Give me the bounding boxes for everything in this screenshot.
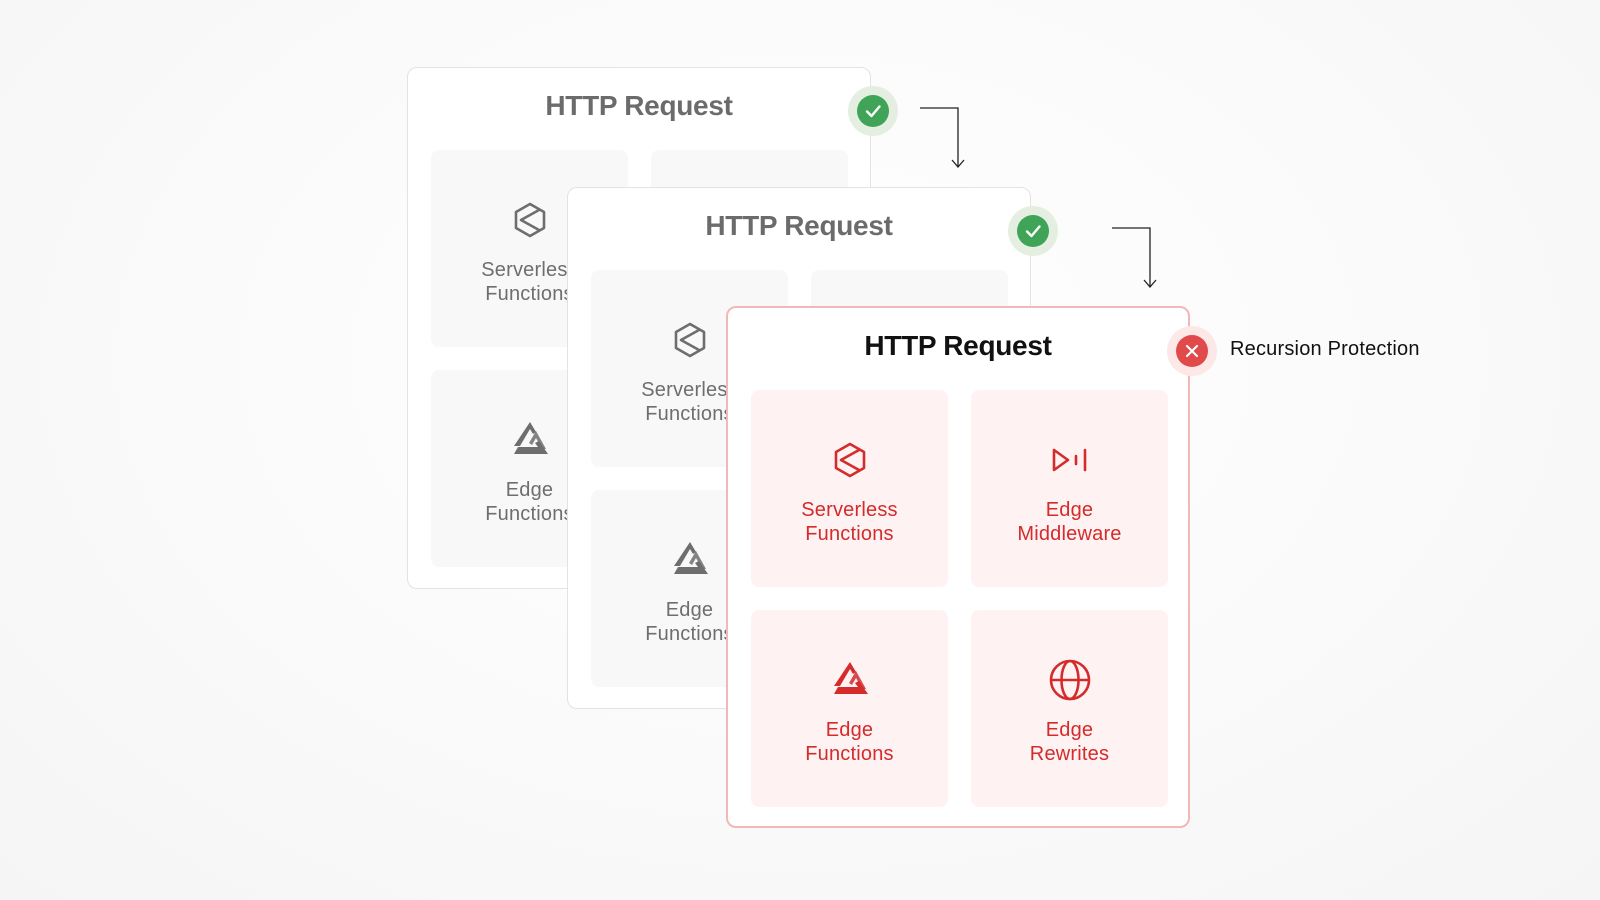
tile-label-line1: Edge — [825, 719, 874, 741]
checkmark-icon — [865, 105, 881, 118]
http-request-card-3: HTTP Request Serverless Functions Edge M… — [726, 306, 1190, 828]
tile-edge-middleware: Edge Middleware — [971, 390, 1168, 587]
tile-label-line1: Serverless — [801, 499, 898, 521]
edge-middleware-icon — [1052, 448, 1086, 472]
edge-functions-icon — [513, 422, 548, 454]
tile-label-line2: Functions — [645, 403, 734, 425]
tile-edge-rewrites: Edge Rewrites — [971, 610, 1168, 807]
close-icon — [1185, 344, 1199, 358]
edge-functions-icon — [833, 662, 868, 694]
flow-arrow-1 — [920, 107, 965, 168]
checkmark-icon — [1025, 225, 1041, 238]
tile-label-line1: Edge — [665, 599, 714, 621]
tile-label-line2: Functions — [805, 743, 894, 765]
tile-label-line2: Functions — [485, 503, 574, 525]
card-title: HTTP Request — [705, 210, 893, 241]
tile-label-line2: Middleware — [1017, 523, 1122, 545]
tile-label-line1: Serverless — [641, 379, 738, 401]
tile-label-line2: Functions — [805, 523, 894, 545]
serverless-icon — [674, 322, 705, 358]
success-badge — [1008, 206, 1058, 256]
tile-label-line1: Edge — [1045, 719, 1094, 741]
card-title: HTTP Request — [864, 330, 1052, 361]
serverless-icon — [514, 202, 545, 238]
tile-label-line2: Rewrites — [1029, 743, 1110, 765]
tile-label-line2: Functions — [485, 283, 574, 305]
globe-icon — [1049, 659, 1090, 701]
tile-serverless-functions: Serverless Functions — [751, 390, 948, 587]
tile-label-line2: Functions — [645, 623, 734, 645]
tile-label-line1: Serverless — [481, 259, 578, 281]
recursion-protection-label: Recursion Protection — [1230, 338, 1420, 360]
error-badge — [1167, 326, 1217, 376]
serverless-icon — [834, 442, 865, 478]
tile-label-line1: Edge — [1045, 499, 1094, 521]
edge-functions-icon — [673, 542, 708, 574]
tile-edge-functions: Edge Functions — [751, 610, 948, 807]
tile-label-line1: Edge — [505, 479, 554, 501]
card-title: HTTP Request — [545, 90, 733, 121]
success-badge — [848, 86, 898, 136]
flow-arrow-2 — [1112, 227, 1157, 288]
